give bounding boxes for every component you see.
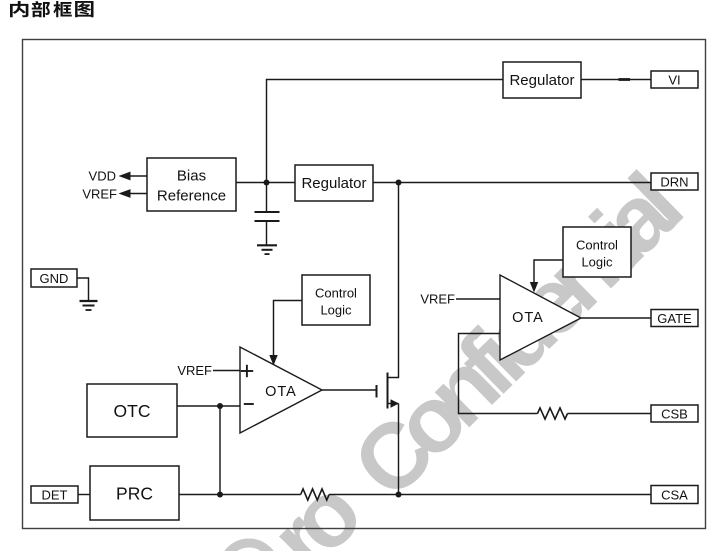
svg-text:VREF: VREF <box>177 363 212 378</box>
svg-text:DRN: DRN <box>660 175 688 190</box>
svg-text:Regulator: Regulator <box>301 175 366 192</box>
svg-text:Control: Control <box>576 238 618 253</box>
svg-text:CSA: CSA <box>661 488 688 503</box>
svg-text:CSB: CSB <box>661 407 688 422</box>
svg-text:Regulator: Regulator <box>509 72 574 89</box>
svg-text:Reference: Reference <box>157 188 226 205</box>
svg-text:GATE: GATE <box>657 311 692 326</box>
svg-text:OTA: OTA <box>512 310 544 326</box>
svg-text:DET: DET <box>42 488 68 503</box>
svg-text:Bias: Bias <box>177 168 206 185</box>
svg-text:OTA: OTA <box>265 384 297 400</box>
svg-text:VREF: VREF <box>82 186 117 201</box>
svg-text:VI: VI <box>668 73 680 88</box>
svg-text:Logic: Logic <box>581 255 613 270</box>
svg-text:Logic: Logic <box>320 303 352 318</box>
svg-text:PRC: PRC <box>116 484 153 504</box>
svg-text:Control: Control <box>315 286 357 301</box>
svg-text:VDD: VDD <box>89 169 116 184</box>
svg-text:OTC: OTC <box>114 401 151 421</box>
svg-text:VREF: VREF <box>420 292 455 307</box>
svg-text:GND: GND <box>40 271 69 286</box>
